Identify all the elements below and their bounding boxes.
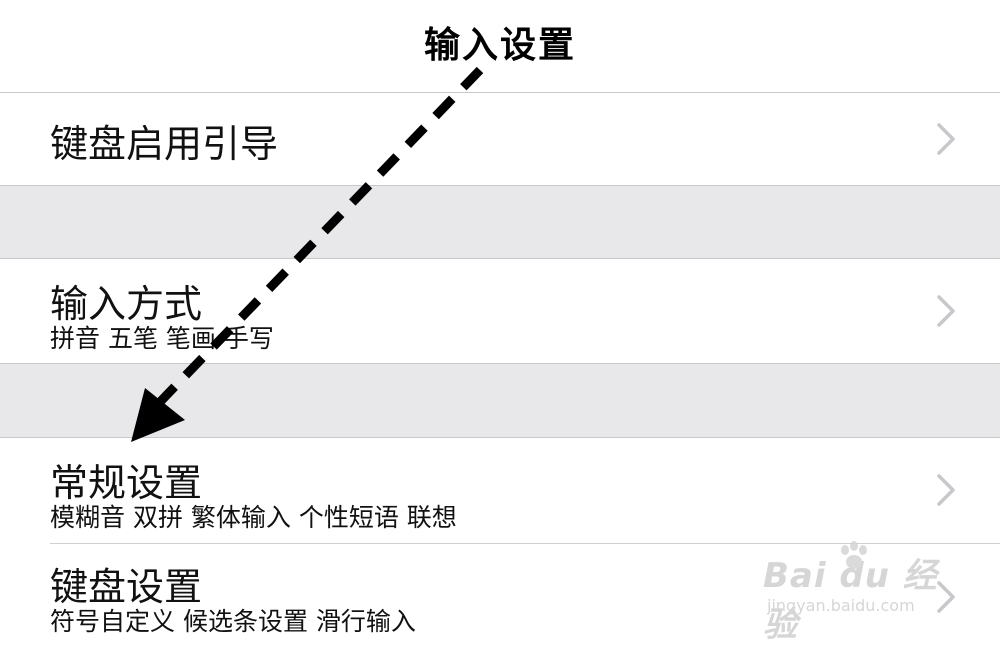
row-input-method[interactable]: 输入方式 拼音 五笔 笔画 手写 [0,259,1000,363]
baidu-jingyan-watermark: Bai du 经验 jingyan.baidu.com [763,540,963,645]
row-keyboard-settings[interactable]: 键盘设置 符号自定义 候选条设置 滑行输入 [0,544,1000,645]
chevron-right-icon [937,474,955,506]
row-title: 键盘设置 [50,565,203,609]
row-keyboard-enable-guide[interactable]: 键盘启用引导 [0,93,1000,185]
row-divider [50,543,1000,544]
section-gap [0,363,1000,438]
row-general-settings[interactable]: 常规设置 模糊音 双拼 繁体输入 个性短语 联想 [0,438,1000,543]
row-title: 常规设置 [50,461,203,505]
page-title: 输入设置 [423,25,576,66]
chevron-right-icon [937,123,955,155]
row-subtitle: 拼音 五笔 笔画 手写 [50,324,274,353]
row-subtitle: 模糊音 双拼 繁体输入 个性短语 联想 [50,503,457,532]
watermark-url: jingyan.baidu.com [767,596,915,615]
paw-icon [841,541,867,569]
chevron-right-icon [937,581,955,613]
section-gap [0,185,1000,259]
navigation-bar: 输入设置 [0,0,1000,93]
row-subtitle: 符号自定义 候选条设置 滑行输入 [50,607,416,636]
row-title: 键盘启用引导 [50,122,279,166]
chevron-right-icon [937,295,955,327]
